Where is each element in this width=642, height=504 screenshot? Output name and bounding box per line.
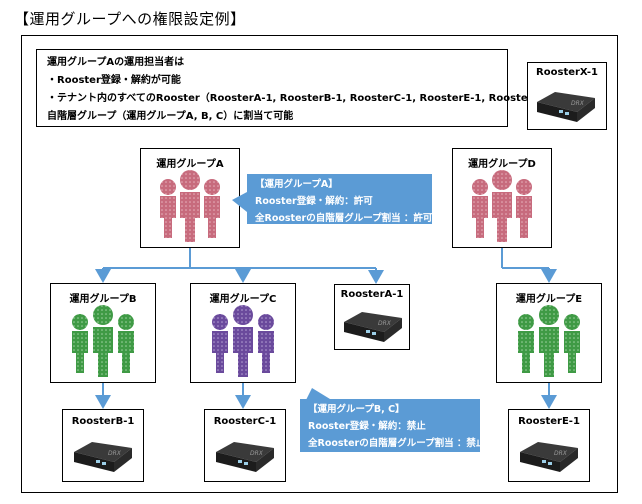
top-callout-line: ・テナント内のすべてのRooster（RoosterA-1, RoosterB-… — [47, 93, 571, 104]
router-icon-b1: DRX — [74, 442, 132, 472]
router-icon-x1: DRX — [537, 92, 595, 122]
top-callout: 運用グループAの運用担当者は ・Rooster登録・解約が可能 ・テナント内のす… — [36, 49, 571, 127]
connector-devices — [95, 383, 557, 409]
diagram-frame — [21, 35, 618, 493]
note-bc-shape — [300, 388, 480, 452]
device-c1-label: RoosterC-1 — [213, 416, 277, 427]
note-a-line: 【運用グループA】 — [255, 179, 338, 190]
note-a-line: 全Roosterの自階層グループ割当 ：許可 — [255, 213, 433, 224]
group-c-label: 運用グループC — [209, 294, 277, 305]
group-c-people-icon — [212, 305, 274, 377]
group-b-label: 運用グループB — [69, 294, 137, 305]
router-logo-text: DRX — [250, 450, 264, 457]
router-icon-a1: DRX — [344, 312, 402, 342]
router-icon-c1: DRX — [216, 442, 274, 472]
group-a-people-icon — [160, 170, 220, 242]
router-icon-e1: DRX — [520, 442, 578, 472]
device-a1-label: RoosterA-1 — [340, 289, 404, 300]
group-e-label: 運用グループE — [515, 294, 583, 305]
top-callout-line: 運用グループAの運用担当者は — [47, 57, 185, 68]
device-e1-label: RoosterE-1 — [518, 416, 580, 427]
connector-group-d — [501, 248, 557, 283]
note-bc-line: 【運用グループB, C】 — [308, 404, 405, 415]
group-e-people-icon — [518, 305, 580, 377]
page-heading: 【運用グループへの権限設定例】 — [14, 10, 246, 28]
top-callout-line: ・Rooster登録・解約が可能 — [47, 75, 181, 86]
group-b-people-icon — [72, 305, 134, 377]
note-bc-line: Rooster登録・解約：禁止 — [308, 421, 426, 432]
device-b1-label: RoosterB-1 — [71, 416, 135, 427]
device-a1-box: RoosterA-1 — [334, 284, 410, 350]
note-bc-line: 全Roosterの自階層グループ割当 ：禁止 — [308, 438, 486, 449]
router-logo-text: DRX — [554, 450, 568, 457]
device-x1-label: RoosterX-1 — [536, 67, 598, 78]
note-a-line: Rooster登録・解約：許可 — [255, 196, 373, 207]
group-a-label: 運用グループA — [156, 159, 224, 170]
connector-group-a — [95, 248, 384, 284]
note-group-bc: 【運用グループB, C】 Rooster登録・解約：禁止 全Roosterの自階… — [300, 399, 486, 452]
router-logo-text: DRX — [378, 320, 392, 327]
group-d-label: 運用グループD — [468, 159, 536, 170]
router-logo-text: DRX — [108, 450, 122, 457]
top-callout-line: 自階層グループ（運用グループA, B, C）に割当て可能 — [47, 111, 294, 122]
note-a-shape — [232, 174, 432, 224]
note-group-a: 【運用グループA】 Rooster登録・解約：許可 全Roosterの自階層グル… — [247, 174, 432, 224]
router-logo-text: DRX — [571, 100, 585, 107]
group-d-people-icon — [472, 170, 532, 242]
